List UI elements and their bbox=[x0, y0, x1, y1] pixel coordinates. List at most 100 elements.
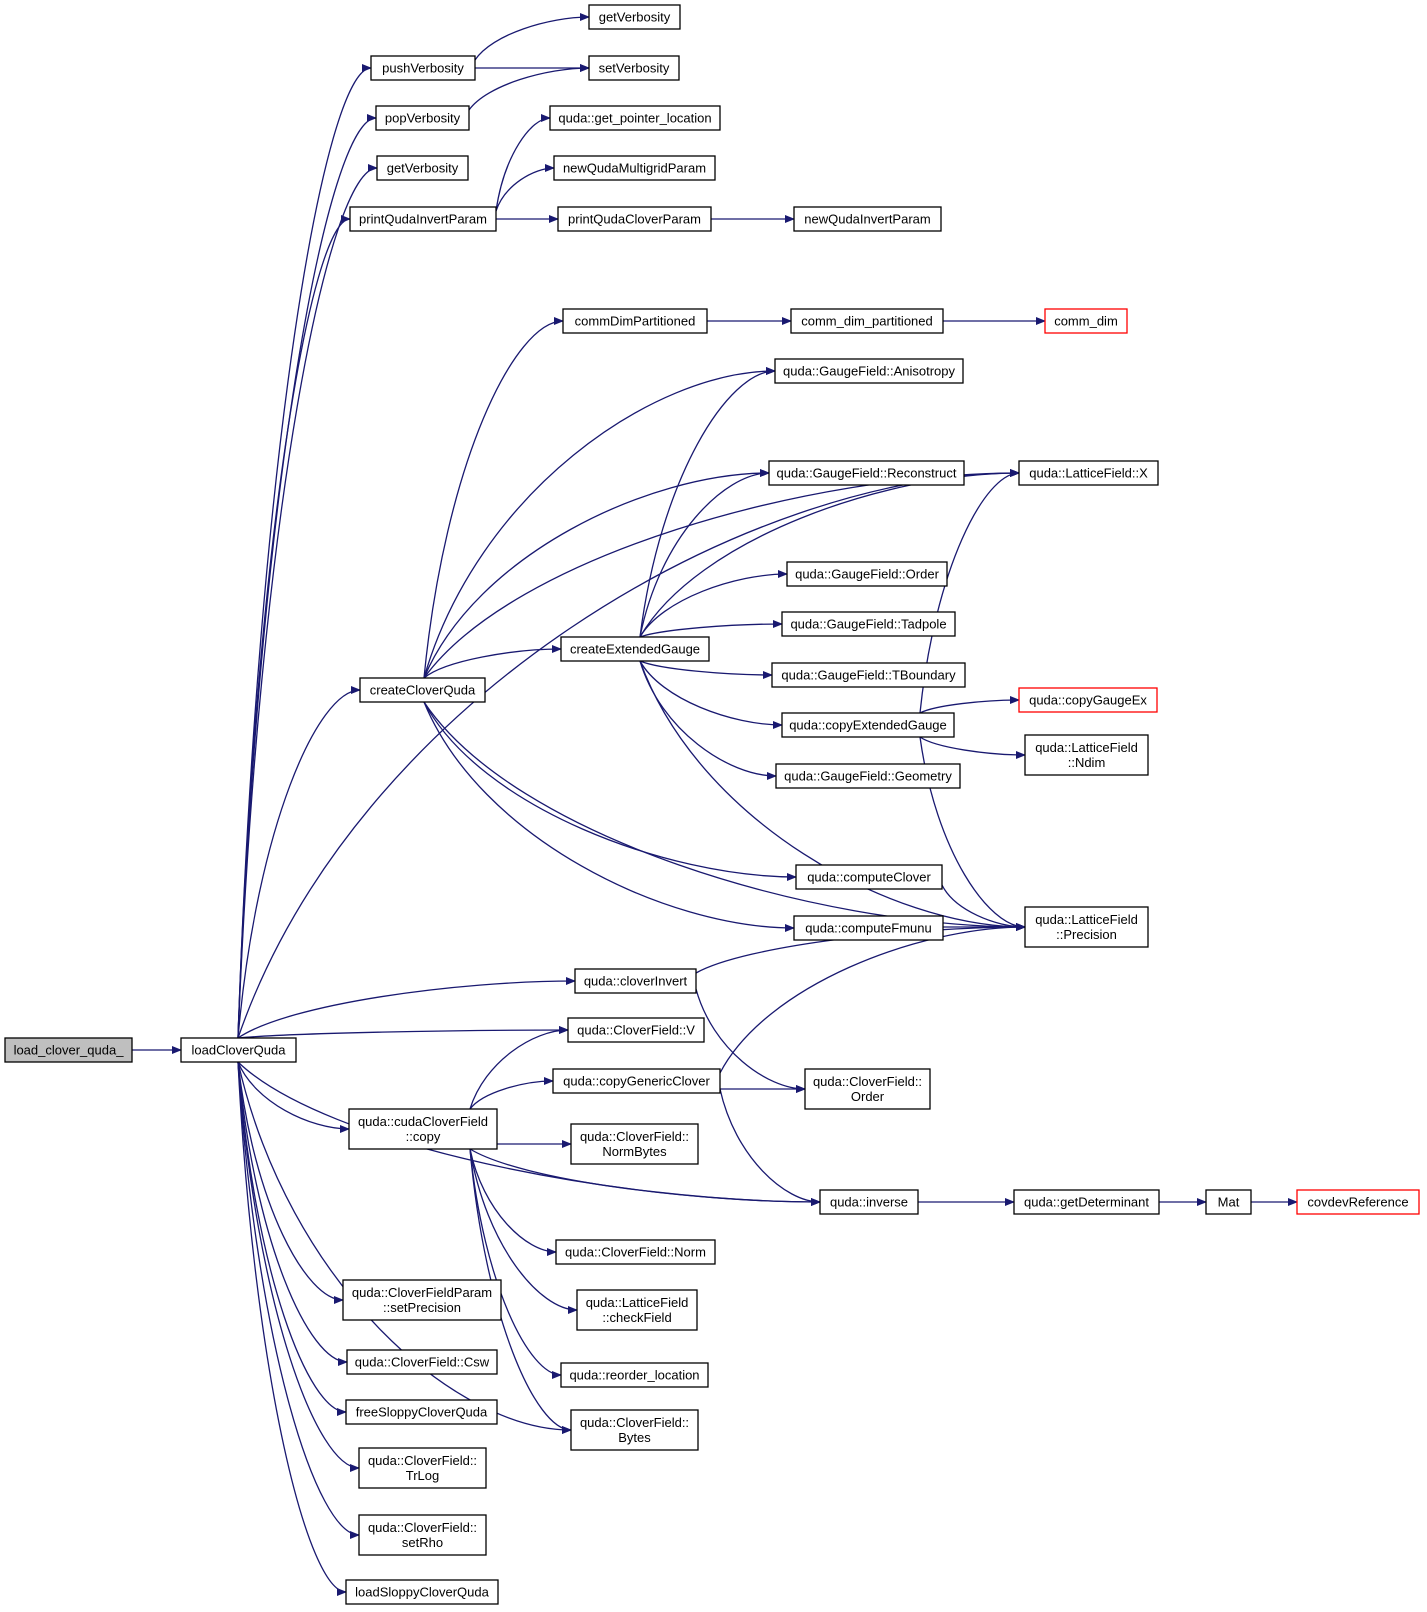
node-trlog[interactable]: quda::CloverField::TrLog bbox=[358, 1447, 487, 1489]
node-setprecision[interactable]: quda::CloverFieldParam::setPrecision bbox=[342, 1279, 502, 1321]
edge-cloverinvert-to-cloverorder bbox=[695, 988, 806, 1093]
node-computeclover[interactable]: quda::computeClover bbox=[795, 864, 943, 890]
node-comm-dim[interactable]: comm_dim bbox=[1044, 308, 1128, 334]
node-label: load_clover_quda_ bbox=[14, 1043, 125, 1058]
node-label: printQudaCloverParam bbox=[568, 212, 701, 227]
node-label: printQudaInvertParam bbox=[359, 212, 487, 227]
node-newqudainvertparam[interactable]: newQudaInvertParam bbox=[793, 206, 942, 232]
edge-createcloverquda-to-reconstruct bbox=[423, 469, 770, 679]
node-cloverinvert[interactable]: quda::cloverInvert bbox=[574, 968, 697, 994]
node-latticex[interactable]: quda::LatticeField::X bbox=[1018, 460, 1159, 486]
node-box bbox=[376, 155, 469, 181]
node-label: quda::GaugeField::Anisotropy bbox=[783, 364, 955, 379]
node-inverse[interactable]: quda::inverse bbox=[819, 1189, 919, 1215]
node-box bbox=[553, 155, 716, 181]
node-get-pointer-location[interactable]: quda::get_pointer_location bbox=[549, 105, 721, 131]
node-getverbosity-b[interactable]: getVerbosity bbox=[376, 155, 469, 181]
node-label: quda::computeFmunu bbox=[805, 921, 931, 936]
node-tadpole[interactable]: quda::GaugeField::Tadpole bbox=[781, 611, 956, 637]
node-checkfield[interactable]: quda::LatticeField::checkField bbox=[576, 1289, 698, 1331]
edge-cudaclovercopy-to-inverse bbox=[469, 1148, 821, 1206]
node-reorder-location[interactable]: quda::reorder_location bbox=[560, 1362, 709, 1388]
node-label: TrLog bbox=[406, 1468, 439, 1483]
node-label: quda::LatticeField::X bbox=[1029, 466, 1148, 481]
node-computefmunu[interactable]: quda::computeFmunu bbox=[793, 915, 944, 941]
node-label: quda::inverse bbox=[830, 1195, 908, 1210]
node-order-g[interactable]: quda::GaugeField::Order bbox=[786, 561, 948, 587]
node-box bbox=[768, 460, 965, 486]
node-ndim[interactable]: quda::LatticeField::Ndim bbox=[1024, 734, 1149, 776]
edge-loadcloverquda-to-cudaclovercopy bbox=[237, 1061, 350, 1133]
node-cloverorder[interactable]: quda::CloverField::Order bbox=[804, 1068, 931, 1110]
edge-loadcloverquda-to-cloverv bbox=[237, 1026, 569, 1039]
node-precision[interactable]: quda::LatticeField::Precision bbox=[1024, 906, 1149, 948]
node-commdimpartitioned[interactable]: commDimPartitioned bbox=[562, 308, 708, 334]
node-cudaclovercopy[interactable]: quda::cudaCloverField::copy bbox=[348, 1108, 498, 1150]
node-box bbox=[1205, 1189, 1252, 1215]
node-box bbox=[588, 4, 681, 30]
node-label: quda::CloverFieldParam bbox=[352, 1285, 492, 1300]
node-printqudainvertparam[interactable]: printQudaInvertParam bbox=[349, 206, 497, 232]
edge-createcloverquda-to-commdimpartitioned bbox=[423, 317, 564, 679]
node-createcloverquda[interactable]: createCloverQuda bbox=[359, 677, 486, 703]
node-label: quda::LatticeField bbox=[586, 1295, 689, 1310]
edge-loadcloverquda-to-loadsloppycloverquda bbox=[237, 1061, 347, 1596]
node-label: quda::computeClover bbox=[807, 870, 931, 885]
node-box bbox=[345, 1579, 499, 1605]
node-label: quda::getDeterminant bbox=[1024, 1195, 1149, 1210]
edge-createcloverquda-to-computefmunu bbox=[423, 701, 795, 932]
node-copygaugeex[interactable]: quda::copyGaugeEx bbox=[1018, 687, 1158, 713]
node-comm-dim-partitioned[interactable]: comm_dim_partitioned bbox=[790, 308, 944, 334]
node-getdeterminant[interactable]: quda::getDeterminant bbox=[1013, 1189, 1160, 1215]
node-pushverbosity[interactable]: pushVerbosity bbox=[370, 55, 476, 81]
node-createextendedgauge[interactable]: createExtendedGauge bbox=[560, 636, 710, 662]
node-box bbox=[560, 1362, 709, 1388]
node-label: ::Ndim bbox=[1068, 755, 1106, 770]
node-label: ::copy bbox=[406, 1129, 441, 1144]
node-box bbox=[345, 1399, 498, 1425]
node-label: Bytes bbox=[618, 1430, 651, 1445]
node-csw[interactable]: quda::CloverField::Csw bbox=[346, 1349, 498, 1375]
node-tboundary[interactable]: quda::GaugeField::TBoundary bbox=[771, 662, 966, 688]
edge-loadcloverquda-to-setprecision bbox=[237, 1061, 344, 1304]
node-load-clover-quda-[interactable]: load_clover_quda_ bbox=[4, 1037, 133, 1063]
node-loadcloverquda[interactable]: loadCloverQuda bbox=[180, 1037, 297, 1063]
node-copyextendedgauge[interactable]: quda::copyExtendedGauge bbox=[781, 712, 955, 738]
node-box bbox=[1024, 906, 1149, 948]
edge-copyextendedgauge-to-latticex bbox=[919, 469, 1020, 714]
node-copygenericclover[interactable]: quda::copyGenericClover bbox=[552, 1068, 721, 1094]
node-reconstruct[interactable]: quda::GaugeField::Reconstruct bbox=[768, 460, 965, 486]
node-newqudamultigridparam[interactable]: newQudaMultigridParam bbox=[553, 155, 716, 181]
node-anisotropy[interactable]: quda::GaugeField::Anisotropy bbox=[774, 358, 964, 384]
node-mat[interactable]: Mat bbox=[1205, 1189, 1252, 1215]
node-cloverbytes[interactable]: quda::CloverField::Bytes bbox=[570, 1409, 699, 1451]
node-label: quda::cloverInvert bbox=[584, 974, 688, 989]
edge-cudaclovercopy-to-copygenericclover bbox=[469, 1077, 554, 1110]
node-printqudacloverparam[interactable]: printQudaCloverParam bbox=[557, 206, 712, 232]
node-freesloppycloverquda[interactable]: freeSloppyCloverQuda bbox=[345, 1399, 498, 1425]
node-cloverv[interactable]: quda::CloverField::V bbox=[567, 1017, 705, 1043]
node-normbytes[interactable]: quda::CloverField::NormBytes bbox=[570, 1123, 699, 1165]
node-label: quda::GaugeField::TBoundary bbox=[781, 668, 956, 683]
edge-cudaclovercopy-to-checkfield bbox=[469, 1148, 578, 1314]
edge-loadcloverquda-to-freesloppycloverquda bbox=[237, 1061, 347, 1416]
node-box bbox=[790, 308, 944, 334]
node-box bbox=[348, 1108, 498, 1150]
edge-createextendedgauge-to-geometry bbox=[639, 660, 777, 780]
edge-createextendedgauge-to-reconstruct bbox=[639, 469, 770, 638]
node-covdevreference[interactable]: covdevReference bbox=[1296, 1189, 1420, 1215]
node-box bbox=[795, 864, 943, 890]
node-label: quda::CloverField:: bbox=[368, 1453, 477, 1468]
node-geometry[interactable]: quda::GaugeField::Geometry bbox=[775, 763, 961, 789]
node-box bbox=[1013, 1189, 1160, 1215]
node-box bbox=[349, 206, 497, 232]
node-getverbosity-a[interactable]: getVerbosity bbox=[588, 4, 681, 30]
node-setverbosity[interactable]: setVerbosity bbox=[588, 55, 680, 81]
node-loadsloppycloverquda[interactable]: loadSloppyCloverQuda bbox=[345, 1579, 499, 1605]
node-label: newQudaMultigridParam bbox=[563, 161, 706, 176]
node-clovernorm[interactable]: quda::CloverField::Norm bbox=[555, 1239, 716, 1265]
node-popverbosity[interactable]: popVerbosity bbox=[375, 105, 470, 131]
node-setrho[interactable]: quda::CloverField::setRho bbox=[358, 1514, 487, 1556]
edge-cudaclovercopy-to-cloverbytes bbox=[469, 1148, 572, 1434]
node-box bbox=[781, 611, 956, 637]
